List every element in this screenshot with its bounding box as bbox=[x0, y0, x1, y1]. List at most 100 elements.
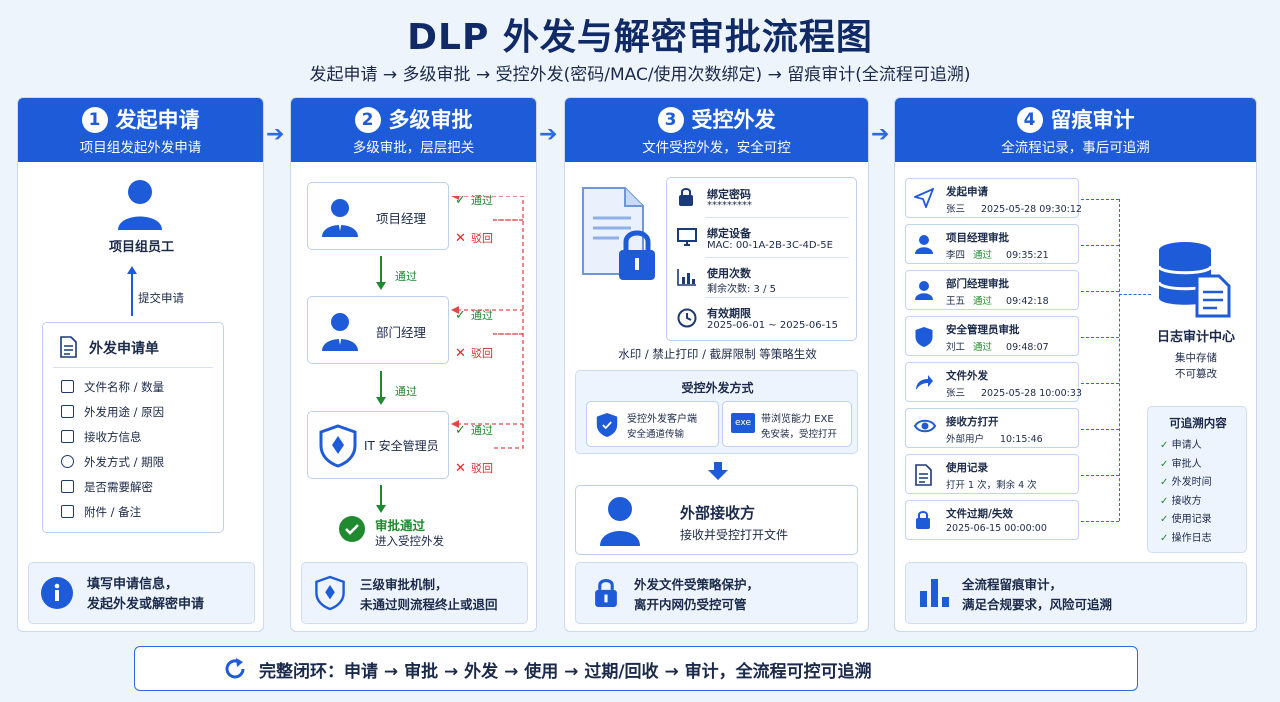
binding-label: 绑定设备 bbox=[707, 227, 751, 240]
step-subtitle: 项目组发起外发申请 bbox=[79, 140, 202, 156]
divider bbox=[705, 257, 849, 258]
form-doc-icon bbox=[59, 336, 77, 358]
user-icon bbox=[914, 234, 934, 254]
log-connector bbox=[1081, 199, 1119, 200]
binding-value: 2025-06-01 ~ 2025-06-15 bbox=[707, 320, 838, 331]
form-field: 文件名称 / 数量 bbox=[61, 379, 164, 395]
step-title: 发起申请 bbox=[115, 108, 200, 132]
form-field: 接收方信息 bbox=[61, 429, 142, 445]
approved-sub: 进入受控外发 bbox=[375, 534, 444, 548]
step-title: 留痕审计 bbox=[1050, 108, 1135, 132]
database-icon bbox=[1155, 240, 1233, 318]
log-connector bbox=[1081, 337, 1119, 338]
audit-center-title: 日志审计中心 bbox=[1156, 330, 1235, 345]
log-connector bbox=[1081, 521, 1119, 522]
method-label: 受控外发客户端 bbox=[627, 414, 697, 425]
share-icon bbox=[914, 372, 934, 392]
log-connector bbox=[1081, 291, 1119, 292]
step-number: 1 bbox=[81, 107, 108, 133]
form-divider bbox=[53, 367, 213, 368]
field-icon bbox=[61, 480, 74, 493]
receiver-icon bbox=[598, 496, 642, 546]
shield-icon bbox=[595, 411, 619, 439]
monitor-icon bbox=[677, 228, 697, 246]
binding-label: 使用次数 bbox=[707, 267, 751, 280]
flow-arrow-icon: ➔ bbox=[266, 122, 285, 147]
field-icon bbox=[61, 505, 74, 518]
receiver-title: 外部接收方 bbox=[680, 504, 756, 522]
step-title: 受控外发 bbox=[691, 108, 776, 132]
up-arrow-icon bbox=[126, 264, 138, 316]
log-connector bbox=[1081, 245, 1119, 246]
binding-label: 绑定密码 bbox=[707, 188, 751, 201]
exe-icon: exe bbox=[731, 413, 755, 433]
binding-label: 有效期限 bbox=[707, 307, 751, 320]
method-card-exe: exe 带浏览能力 EXE 免安装，受控打开 bbox=[722, 401, 852, 447]
closed-loop-text: 完整闭环：申请 → 审批 → 外发 → 使用 → 过期/回收 → 审计，全流程可… bbox=[259, 662, 872, 682]
log-entry: 文件过期/失效 2025-06-15 00:00:00 bbox=[905, 500, 1079, 540]
reject-indicator: ✕ 驳回 bbox=[455, 231, 493, 246]
bar-chart-icon bbox=[918, 577, 952, 609]
divider bbox=[705, 217, 849, 218]
flow-arrow-icon: ➔ bbox=[539, 122, 558, 147]
shield-icon bbox=[914, 326, 934, 348]
form-field: 外发用途 / 原因 bbox=[61, 404, 164, 420]
step-note: 外发文件受策略保护，离开内网仍受控可管 bbox=[575, 562, 858, 624]
method-box: 受控外发方式 受控外发客户端 安全通道传输 exe 带浏览能力 EXE 免安装，… bbox=[575, 370, 858, 454]
application-form: 外发申请单 文件名称 / 数量 外发用途 / 原因 接收方信息 外发方式 / 期… bbox=[42, 322, 224, 533]
reject-indicator: ✕ 驳回 bbox=[455, 461, 493, 476]
form-field: 外发方式 / 期限 bbox=[61, 454, 164, 470]
note-text: 填写申请信息，发起外发或解密申请 bbox=[87, 577, 205, 612]
note-text: 三级审批机制，未通过则流程终止或退回 bbox=[360, 577, 498, 612]
trace-list: ✓ 申请人 ✓ 审批人 ✓ 外发时间 ✓ 接收方 ✓ 使用记录 ✓ 操作日志 bbox=[1160, 440, 1212, 544]
doc-icon bbox=[914, 464, 932, 486]
flow-arrow-icon: ➔ bbox=[871, 122, 890, 147]
reject-indicator: ✕ 驳回 bbox=[455, 346, 493, 361]
receiver-sub: 接收并受控打开文件 bbox=[680, 528, 789, 542]
step-number: 4 bbox=[1016, 107, 1043, 133]
policy-text: 水印 / 禁止打印 / 截屏限制 等策略生效 bbox=[618, 347, 817, 361]
manager-icon bbox=[320, 197, 360, 237]
binding-value: ********* bbox=[707, 200, 752, 211]
page-subtitle: 发起申请 → 多级审批 → 受控外发(密码/MAC/使用次数绑定) → 留痕审计… bbox=[309, 65, 971, 85]
log-bus bbox=[1119, 199, 1120, 521]
log-entry: 使用记录 打开 1 次，剩余 4 次 bbox=[905, 454, 1079, 494]
note-text: 外发文件受策略保护，离开内网仍受控可管 bbox=[634, 577, 760, 612]
locked-file-icon bbox=[579, 184, 663, 286]
field-icon bbox=[61, 405, 74, 418]
binding-card: 绑定密码 ********* 绑定设备 MAC: 00-1A-2B-3C-4D-… bbox=[666, 177, 857, 341]
lock-icon bbox=[677, 187, 695, 207]
log-connector bbox=[1081, 383, 1119, 384]
step-header: 4 留痕审计 全流程记录，事后可追溯 bbox=[895, 98, 1256, 162]
method-title: 受控外发方式 bbox=[681, 381, 754, 395]
step-panel-apply: 1 发起申请 项目组发起外发申请 项目组员工 提交申请 外发申请单 文件名称 / … bbox=[17, 97, 264, 632]
employee-icon bbox=[115, 178, 165, 232]
form-field: 附件 / 备注 bbox=[61, 504, 141, 520]
method-card-client: 受控外发客户端 安全通道传输 bbox=[586, 401, 719, 447]
lock-icon bbox=[914, 510, 932, 530]
step-subtitle: 全流程记录，事后可追溯 bbox=[1001, 140, 1150, 156]
pass-indicator: ✓ 通过 bbox=[455, 423, 493, 438]
approver-card-dept: 部门经理 bbox=[307, 296, 449, 364]
log-connector bbox=[1081, 475, 1119, 476]
method-label: 带浏览能力 EXE bbox=[761, 414, 834, 425]
step-subtitle: 多级审批，层层把关 bbox=[352, 140, 475, 156]
step-note: 填写申请信息，发起外发或解密申请 bbox=[28, 562, 255, 624]
manager-icon bbox=[320, 311, 360, 351]
approver-label: IT 安全管理员 bbox=[364, 439, 439, 453]
employee-label: 项目组员工 bbox=[108, 240, 174, 255]
page-title: DLP 外发与解密审批流程图 bbox=[407, 17, 873, 58]
method-sub: 免安装，受控打开 bbox=[761, 429, 838, 440]
step-number: 2 bbox=[354, 107, 381, 133]
bar-chart-icon bbox=[677, 268, 697, 286]
trace-title: 可追溯内容 bbox=[1169, 416, 1227, 430]
pass-label: 通过 bbox=[395, 385, 417, 398]
submit-label: 提交申请 bbox=[138, 291, 184, 305]
refresh-icon bbox=[223, 657, 247, 681]
info-icon bbox=[41, 577, 73, 609]
